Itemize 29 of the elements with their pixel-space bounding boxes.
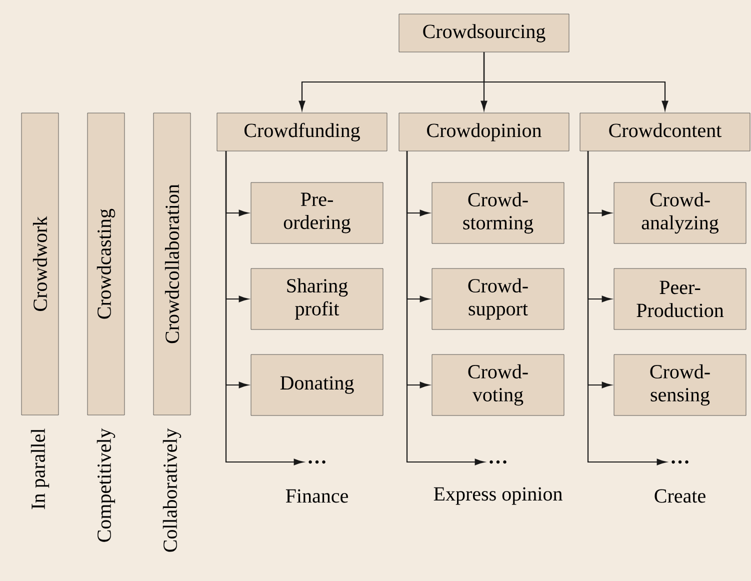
vertical-bar: Crowdcasting: [87, 112, 125, 416]
ellipsis-text: …: [672, 460, 688, 464]
item-box: Sharing profit: [250, 268, 384, 330]
item-box: Pre-ordering: [250, 182, 384, 244]
category-box: Crowdcontent: [580, 112, 750, 152]
category-box: Crowdsourcing: [398, 14, 570, 52]
vertical-bar: Crowdcollaboration: [153, 112, 191, 416]
item-box: Crowd-storming: [432, 182, 564, 244]
arrow: [483, 52, 668, 110]
column-caption: Create: [654, 489, 706, 503]
item-box: Crowd-analyzing: [614, 182, 746, 244]
arrow: [225, 151, 304, 466]
item-box: Donating: [250, 354, 384, 416]
vertical-bar: Crowdwork: [21, 112, 59, 416]
side-label: Competitively: [96, 428, 116, 542]
item-box: Crowd-voting: [432, 354, 564, 416]
arrow: [406, 151, 484, 466]
column-caption: Express opinion: [434, 487, 562, 505]
item-box: Crowd-support: [432, 268, 564, 330]
side-label: In parallel: [30, 428, 50, 510]
arrow: [587, 151, 666, 466]
column-caption: Finance: [286, 489, 348, 503]
category-box: Crowdfunding: [216, 112, 388, 152]
ellipsis-text: …: [490, 460, 506, 464]
item-box: Crowd-sensing: [614, 354, 746, 416]
side-label: Collaboratively: [162, 428, 182, 552]
ellipsis-text: …: [308, 460, 326, 464]
category-box: Crowdopinion: [398, 112, 570, 152]
item-box: Peer-Production: [614, 268, 746, 330]
